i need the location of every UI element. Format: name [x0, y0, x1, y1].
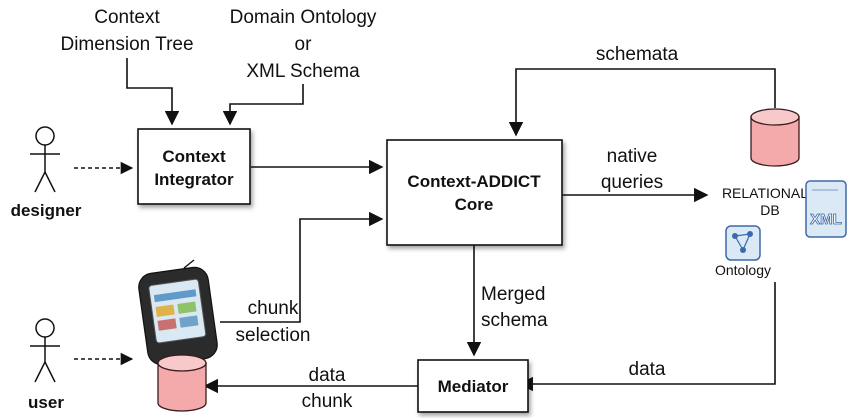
- xml-icon-label: XML: [810, 211, 842, 228]
- domain-ontology-line-2: or: [295, 34, 313, 55]
- context-addict-core-box: Context-ADDICT Core: [386, 139, 563, 246]
- core-line-2: Core: [455, 195, 494, 214]
- chunk-selection-arrow: [220, 211, 384, 323]
- context-dimension-tree-line-1: Context: [94, 7, 160, 28]
- merged-schema-line-2: schema: [481, 310, 548, 331]
- user-label: user: [28, 393, 64, 412]
- context-integrator-line-1: Context: [162, 147, 226, 166]
- data-right-label: data: [629, 359, 666, 380]
- chunk-selection-line-2: selection: [236, 325, 311, 346]
- ontology-graph-icon: [725, 225, 761, 261]
- relational-db-cylinder-icon: [750, 108, 800, 167]
- data-chunk-line-2: chunk: [302, 391, 353, 412]
- relational-db-label-line-2: DB: [760, 202, 779, 218]
- designer-label: designer: [11, 201, 82, 220]
- xml-document-icon: XML: [805, 180, 847, 238]
- schemata-arrow: [508, 68, 776, 137]
- designer-actor-icon: [30, 126, 60, 193]
- domain-ontology-line-3: XML Schema: [246, 61, 360, 82]
- context-integrator-line-2: Integrator: [154, 170, 234, 189]
- merged-schema-line-1: Merged: [481, 284, 545, 305]
- context-dimension-tree-line-2: Dimension Tree: [60, 34, 193, 55]
- domain-ontology-arrow: [222, 84, 304, 126]
- relational-db-label-line-1: RELATIONAL: [722, 185, 808, 201]
- mediator-label: Mediator: [438, 377, 509, 396]
- mediator-box: Mediator: [417, 359, 529, 413]
- domain-ontology-label: Domain Ontology or XML Schema: [230, 7, 377, 82]
- context-dimension-tree-arrow: [126, 58, 180, 126]
- user-db-cylinder-icon: [157, 354, 207, 412]
- native-queries-line-2: queries: [601, 172, 663, 193]
- schemata-label: schemata: [596, 44, 679, 65]
- ontology-label: Ontology: [715, 262, 771, 278]
- data-to-mediator-arrow: [518, 282, 776, 392]
- user-actor-icon: [30, 318, 60, 383]
- core-line-1: Context-ADDICT: [407, 172, 541, 191]
- domain-ontology-line-1: Domain Ontology: [230, 7, 377, 28]
- context-integrator-box: Context Integrator: [137, 128, 251, 205]
- context-dimension-tree-label: Context Dimension Tree: [60, 7, 193, 55]
- handheld-device-icon: [138, 259, 218, 366]
- data-chunk-line-1: data: [309, 365, 346, 386]
- chunk-selection-line-1: chunk: [248, 298, 299, 319]
- native-queries-line-1: native: [607, 146, 658, 167]
